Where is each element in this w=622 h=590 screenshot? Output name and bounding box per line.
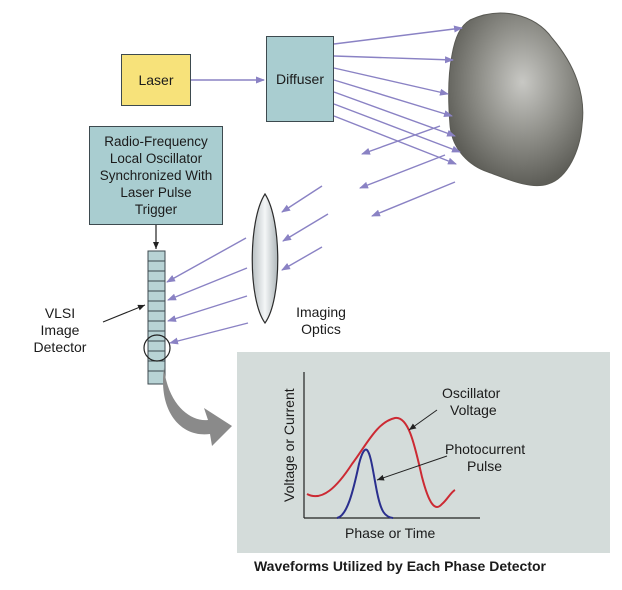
vlsi-pointer-arrow bbox=[102, 304, 146, 323]
photocurrent-label-line-1: Photocurrent bbox=[445, 441, 525, 457]
panel-caption: Waveforms Utilized by Each Phase Detecto… bbox=[253, 558, 547, 574]
photocurrent-label-line-2: Pulse bbox=[467, 458, 502, 474]
oscillator-label-line-2: Voltage bbox=[450, 402, 497, 418]
returning-beams bbox=[281, 125, 456, 271]
detector-highlight-circle bbox=[143, 334, 171, 362]
vlsi-label-line: Detector bbox=[33, 339, 87, 355]
waveform-panel: Voltage or Current Phase or Time Oscilla… bbox=[237, 352, 610, 553]
y-axis-label: Voltage or Current bbox=[281, 388, 297, 502]
vlsi-detector-label: VLSI Image Detector bbox=[20, 305, 100, 356]
photocurrent-pointer bbox=[376, 455, 448, 481]
diffuser-label: Diffuser bbox=[276, 70, 324, 87]
imaging-lens bbox=[251, 192, 279, 325]
focused-beams bbox=[166, 237, 249, 345]
rf-label-line: Local Oscillator bbox=[109, 151, 203, 166]
zoom-arrow bbox=[163, 368, 232, 446]
rf-label-line: Laser Pulse bbox=[120, 185, 192, 200]
diffuser-block: Diffuser bbox=[266, 36, 334, 122]
rf-label-line: Trigger bbox=[134, 202, 178, 217]
rf-label-line: Synchronized With bbox=[99, 168, 213, 183]
laser-block: Laser bbox=[121, 54, 191, 106]
oscillator-label-line-1: Oscillator bbox=[442, 385, 501, 401]
photocurrent-pulse-curve bbox=[336, 448, 394, 519]
x-axis-label: Phase or Time bbox=[345, 525, 435, 541]
waveform-plot: Voltage or Current Phase or Time Oscilla… bbox=[281, 372, 525, 541]
vlsi-label-line: Image bbox=[40, 322, 80, 338]
outgoing-beams bbox=[333, 25, 463, 165]
target-object bbox=[448, 12, 584, 187]
rf-label-line: Radio-Frequency bbox=[104, 134, 208, 149]
optics-label-line: Optics bbox=[301, 321, 341, 337]
detector-array bbox=[147, 250, 166, 385]
oscillator-pointer bbox=[408, 409, 438, 431]
oscillator-voltage-curve bbox=[306, 417, 456, 508]
rf-oscillator-block: Radio-Frequency Local Oscillator Synchro… bbox=[89, 126, 223, 225]
vlsi-label-line: VLSI bbox=[44, 305, 76, 321]
laser-label: Laser bbox=[138, 71, 174, 88]
optics-label-line: Imaging bbox=[296, 304, 346, 320]
imaging-optics-label: Imaging Optics bbox=[276, 304, 366, 338]
